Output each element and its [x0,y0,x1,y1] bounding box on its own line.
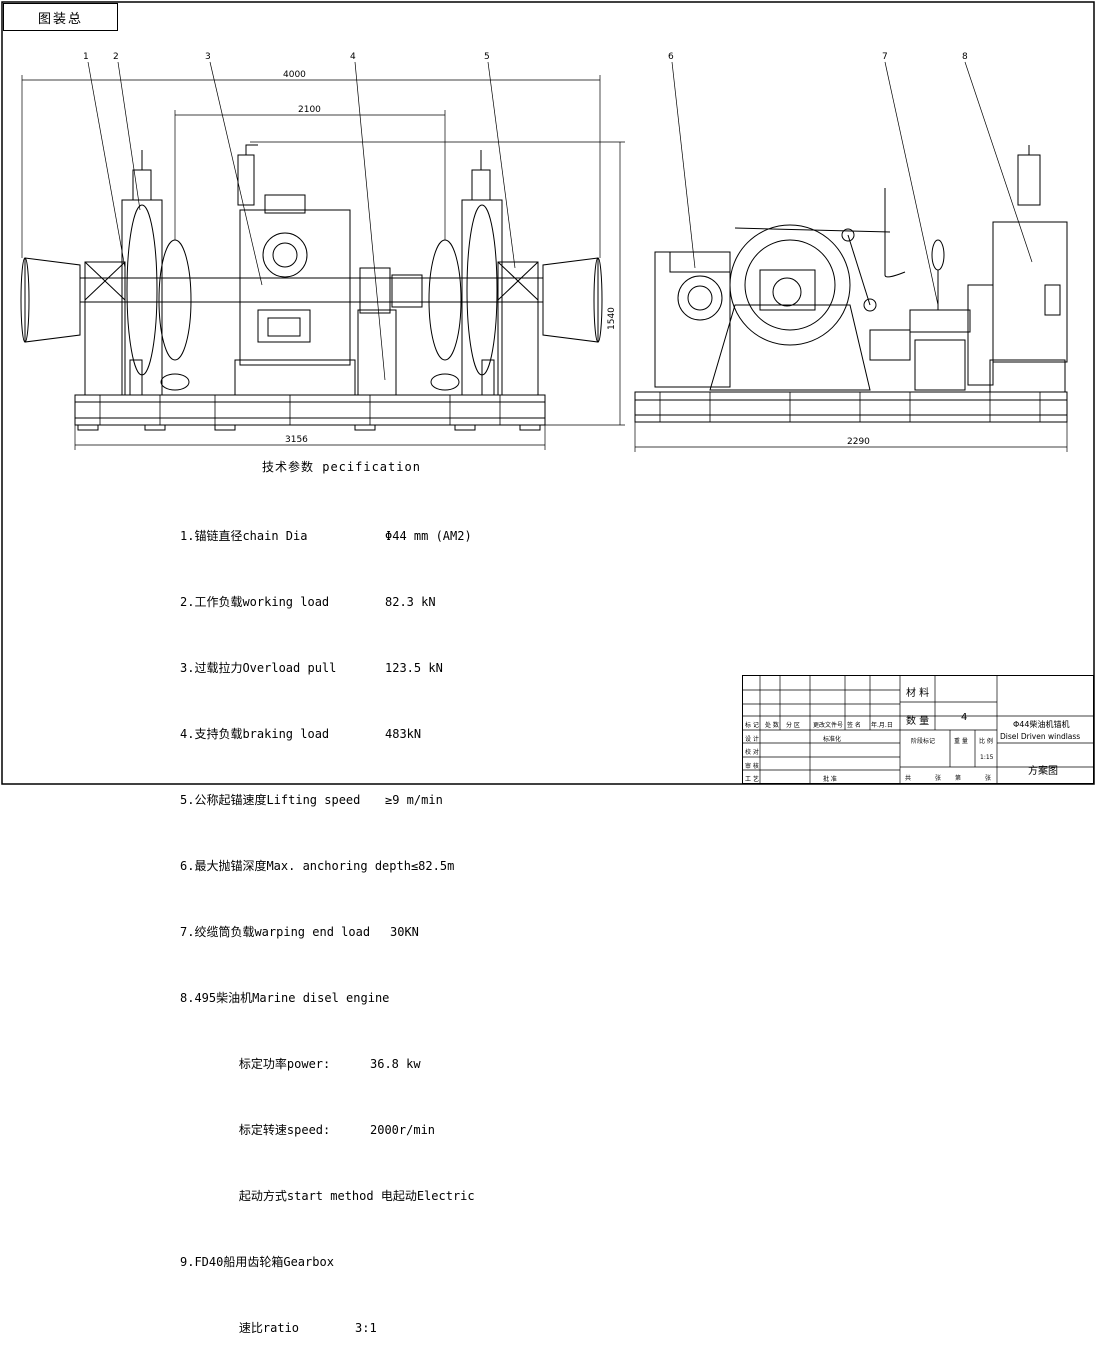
main-shaft [79,277,544,303]
product-name-en: Disel Driven windlass [1000,732,1081,741]
title-block: 材 料 数 量 4 Φ44柴油机锚机 Disel Driven windlass… [742,675,1094,784]
header-cell: 更改文件号 [813,722,844,729]
dim-side: 2290 [847,437,870,447]
product-name-cn: Φ44柴油机锚机 [1013,720,1070,729]
title-block-lines [742,675,1094,784]
callout-2: 2 [113,52,119,62]
windlass-drawing: 4000 2100 3156 2290 1540 1 2 3 4 5 6 7 8 [1,1,1095,785]
scale-label: 比 例 [979,738,993,745]
spec-item: 5.公称起锚速度Lifting speed≥9 m/min [180,793,443,807]
spec-item: 6.最大抛锚深度Max. anchoring depth≤82.5m [180,859,455,873]
drawing-frame [1,1,1095,785]
header-cell: 处 数 [765,722,779,729]
callout-5: 5 [484,52,490,62]
dim-base: 3156 [285,435,308,445]
stage-label: 阶段标记 [911,738,936,745]
sheet-label: 张 [935,775,942,782]
spec-item: 标定转速speed:2000r/min [210,1123,436,1137]
base-frame [74,394,546,426]
row-label: 工 艺 [745,776,759,783]
header-cell: 分 区 [786,722,800,729]
quantity-label: 数 量 [906,716,930,727]
dim-height: 1540 [607,307,617,330]
dim-inner: 2100 [298,105,321,115]
row-label: 设 计 [745,736,759,743]
material-label: 材 料 [906,688,930,699]
side-view [634,61,1068,452]
weight-label: 重 量 [954,738,968,745]
spec-title: 技术参数 pecification [262,460,421,474]
callout-7: 7 [882,52,888,62]
side-base [634,391,1068,423]
sheet-label: 共 [905,775,912,782]
callout-1: 1 [83,52,89,62]
header-cell: 标 记 [745,722,759,729]
spec-item: 8.495柴油机Marine disel engine [180,991,390,1005]
quantity-value: 4 [961,712,968,723]
drawing-type: 方案图 [1028,766,1058,777]
header-cell: 年.月.日 [871,722,893,729]
sheet-label: 第 [955,775,962,782]
row-label: 审 核 [745,763,759,770]
header-cell: 签 名 [847,722,861,729]
approve-label: 批 准 [823,776,837,783]
row-label: 校 对 [745,749,759,756]
spec-item: 标定功率power:36.8 kw [210,1057,421,1071]
callout-8: 8 [962,52,968,62]
callout-6: 6 [668,52,674,62]
dim-overall: 4000 [283,70,306,80]
sheet-label: 张 [985,775,992,782]
engine-body [992,221,1068,363]
corner-label: 图装总 [3,3,118,31]
front-view [20,61,625,450]
callout-4: 4 [350,52,356,62]
std-label: 标准化 [823,736,842,743]
callout-3: 3 [205,52,211,62]
spec-item: 9.FD40船用齿轮箱Gearbox [180,1255,334,1269]
spec-item: 起动方式start method 电起动Electric [210,1189,475,1203]
scale-value: 1:15 [980,754,994,761]
